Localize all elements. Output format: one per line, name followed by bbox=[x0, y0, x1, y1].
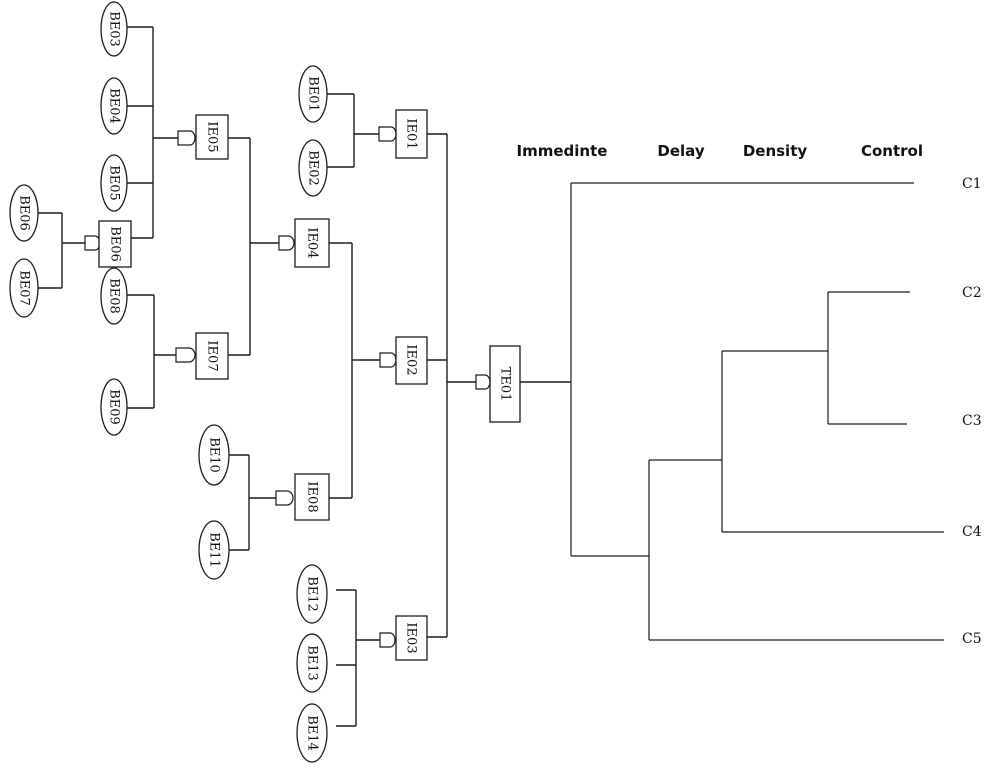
event-box-label: IE03 bbox=[404, 622, 419, 653]
basic-event-be04: BE04 bbox=[100, 77, 128, 135]
basic-event-label: BE04 bbox=[107, 88, 122, 124]
basic-event-be12: BE12 bbox=[296, 564, 328, 624]
intermediate-event-ie07: IE07 bbox=[195, 332, 229, 380]
intermediate-event-ie02: IE02 bbox=[395, 336, 428, 385]
leaf-c1: C1 bbox=[962, 176, 982, 192]
basic-event-label: BE14 bbox=[305, 715, 320, 751]
leaf-c5: C5 bbox=[962, 631, 982, 647]
gate-symbol-ie01 bbox=[378, 126, 397, 142]
gate-symbol-ie04 bbox=[278, 235, 295, 251]
basic-event-label: BE07 bbox=[17, 270, 32, 306]
basic-event-label: BE13 bbox=[305, 645, 320, 681]
basic-event-label: BE05 bbox=[107, 165, 122, 201]
gate-symbol-ie03 bbox=[379, 632, 396, 648]
leaf-c3: C3 bbox=[962, 413, 982, 429]
top-event-te01: TE01 bbox=[489, 345, 521, 423]
intermediate-event-ie08: IE08 bbox=[294, 473, 330, 521]
gate-symbol-ie08 bbox=[275, 490, 294, 506]
basic-events: BE03 BE04 BE05 BE06 BE07 BE08 BE09 BE01 bbox=[9, 1, 328, 763]
basic-event-be09: BE09 bbox=[100, 378, 128, 436]
basic-event-label: BE11 bbox=[207, 532, 222, 568]
event-box-label: IE05 bbox=[205, 121, 220, 152]
basic-event-be06: BE06 bbox=[9, 184, 39, 242]
event-box-label: IE02 bbox=[404, 344, 419, 375]
basic-event-be13: BE13 bbox=[296, 633, 328, 693]
basic-event-be05: BE05 bbox=[100, 154, 128, 212]
intermediate-event-ie04: IE04 bbox=[294, 218, 330, 268]
dendrogram-headers: Immedinte Delay Density Control bbox=[517, 142, 923, 160]
dendrogram-leaves: C1 C2 C3 C4 C5 bbox=[962, 176, 982, 647]
header-control: Control bbox=[861, 142, 923, 160]
event-box-label: BE06 bbox=[108, 226, 123, 262]
basic-event-label: BE09 bbox=[107, 389, 122, 425]
header-immediate: Immedinte bbox=[517, 142, 608, 160]
gate-symbol-be06 bbox=[84, 235, 101, 251]
basic-event-label: BE10 bbox=[207, 437, 222, 473]
leaf-c2: C2 bbox=[962, 285, 982, 301]
header-density: Density bbox=[743, 142, 808, 160]
basic-event-be08: BE08 bbox=[100, 267, 128, 325]
basic-event-label: BE12 bbox=[305, 576, 320, 612]
intermediate-event-ie03: IE03 bbox=[395, 615, 428, 661]
gate-symbol-ie02 bbox=[379, 352, 397, 368]
event-box-label: IE07 bbox=[205, 340, 220, 371]
basic-event-label: BE08 bbox=[107, 278, 122, 314]
event-boxes: BE06 IE05 IE07 IE01 IE04 IE02 IE08 IE03 bbox=[98, 109, 521, 661]
leaf-c4: C4 bbox=[962, 524, 982, 540]
basic-event-be07: BE07 bbox=[9, 258, 39, 318]
intermediate-event-be06-box: BE06 bbox=[98, 220, 132, 268]
basic-event-be03: BE03 bbox=[100, 1, 128, 57]
intermediate-event-ie05: IE05 bbox=[195, 114, 229, 160]
basic-event-label: BE02 bbox=[306, 150, 321, 186]
basic-event-be02: BE02 bbox=[298, 139, 328, 197]
fault-tree-wires bbox=[38, 26, 476, 727]
basic-event-label: BE03 bbox=[107, 11, 122, 47]
basic-event-label: BE06 bbox=[17, 195, 32, 231]
event-box-label: IE01 bbox=[404, 118, 419, 149]
top-event-label: TE01 bbox=[498, 367, 513, 402]
intermediate-event-ie01: IE01 bbox=[395, 109, 428, 159]
event-box-label: IE08 bbox=[305, 481, 320, 512]
basic-event-be14: BE14 bbox=[296, 703, 328, 763]
basic-event-be10: BE10 bbox=[198, 424, 230, 486]
event-box-label: IE04 bbox=[305, 227, 320, 258]
basic-event-be11: BE11 bbox=[198, 520, 230, 580]
logic-gates bbox=[84, 126, 491, 648]
basic-event-be01: BE01 bbox=[298, 65, 328, 123]
gate-symbol-te01 bbox=[475, 374, 491, 390]
dendrogram-branches bbox=[570, 182, 944, 641]
gate-symbol-ie05 bbox=[177, 130, 196, 146]
gate-symbol-ie07 bbox=[175, 347, 196, 363]
header-delay: Delay bbox=[657, 142, 704, 160]
basic-event-label: BE01 bbox=[306, 76, 321, 112]
